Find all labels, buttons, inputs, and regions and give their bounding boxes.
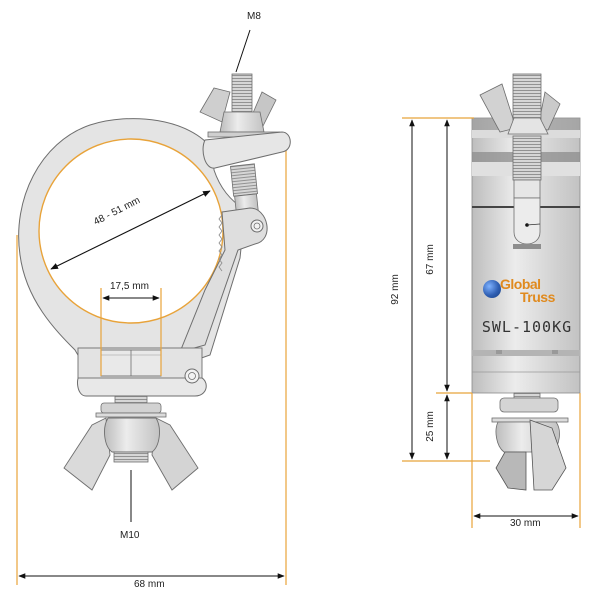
bottom-bar: [77, 347, 207, 397]
label-overall-height: 92 mm: [389, 274, 401, 305]
label-overall-width: 68 mm: [134, 579, 165, 590]
logo-text-global: Global: [500, 276, 541, 292]
side-bottom-wing-nut: [491, 392, 569, 491]
side-view: [402, 73, 581, 528]
side-top-wing-nut: [479, 73, 561, 249]
globe-icon: [483, 280, 501, 298]
label-body-height: 67 mm: [424, 244, 436, 275]
top-wing-nut: [199, 73, 281, 138]
front-view: [16, 29, 291, 585]
brand-logo: Global Truss: [483, 276, 569, 310]
leader-m8: [235, 29, 251, 73]
dim-pipe-diameter: [50, 190, 211, 270]
label-bolt-height: 25 mm: [424, 411, 436, 442]
load-rating-marking: SWL-100KG: [481, 318, 573, 336]
label-bolt-gap: 17,5 mm: [110, 281, 149, 292]
label-m8: M8: [247, 11, 261, 22]
bottom-wing-nut: [63, 395, 199, 491]
label-m10: M10: [120, 530, 140, 541]
label-body-width: 30 mm: [510, 518, 541, 529]
logo-text-truss: Truss: [520, 289, 555, 305]
pipe-outline: [38, 138, 224, 324]
